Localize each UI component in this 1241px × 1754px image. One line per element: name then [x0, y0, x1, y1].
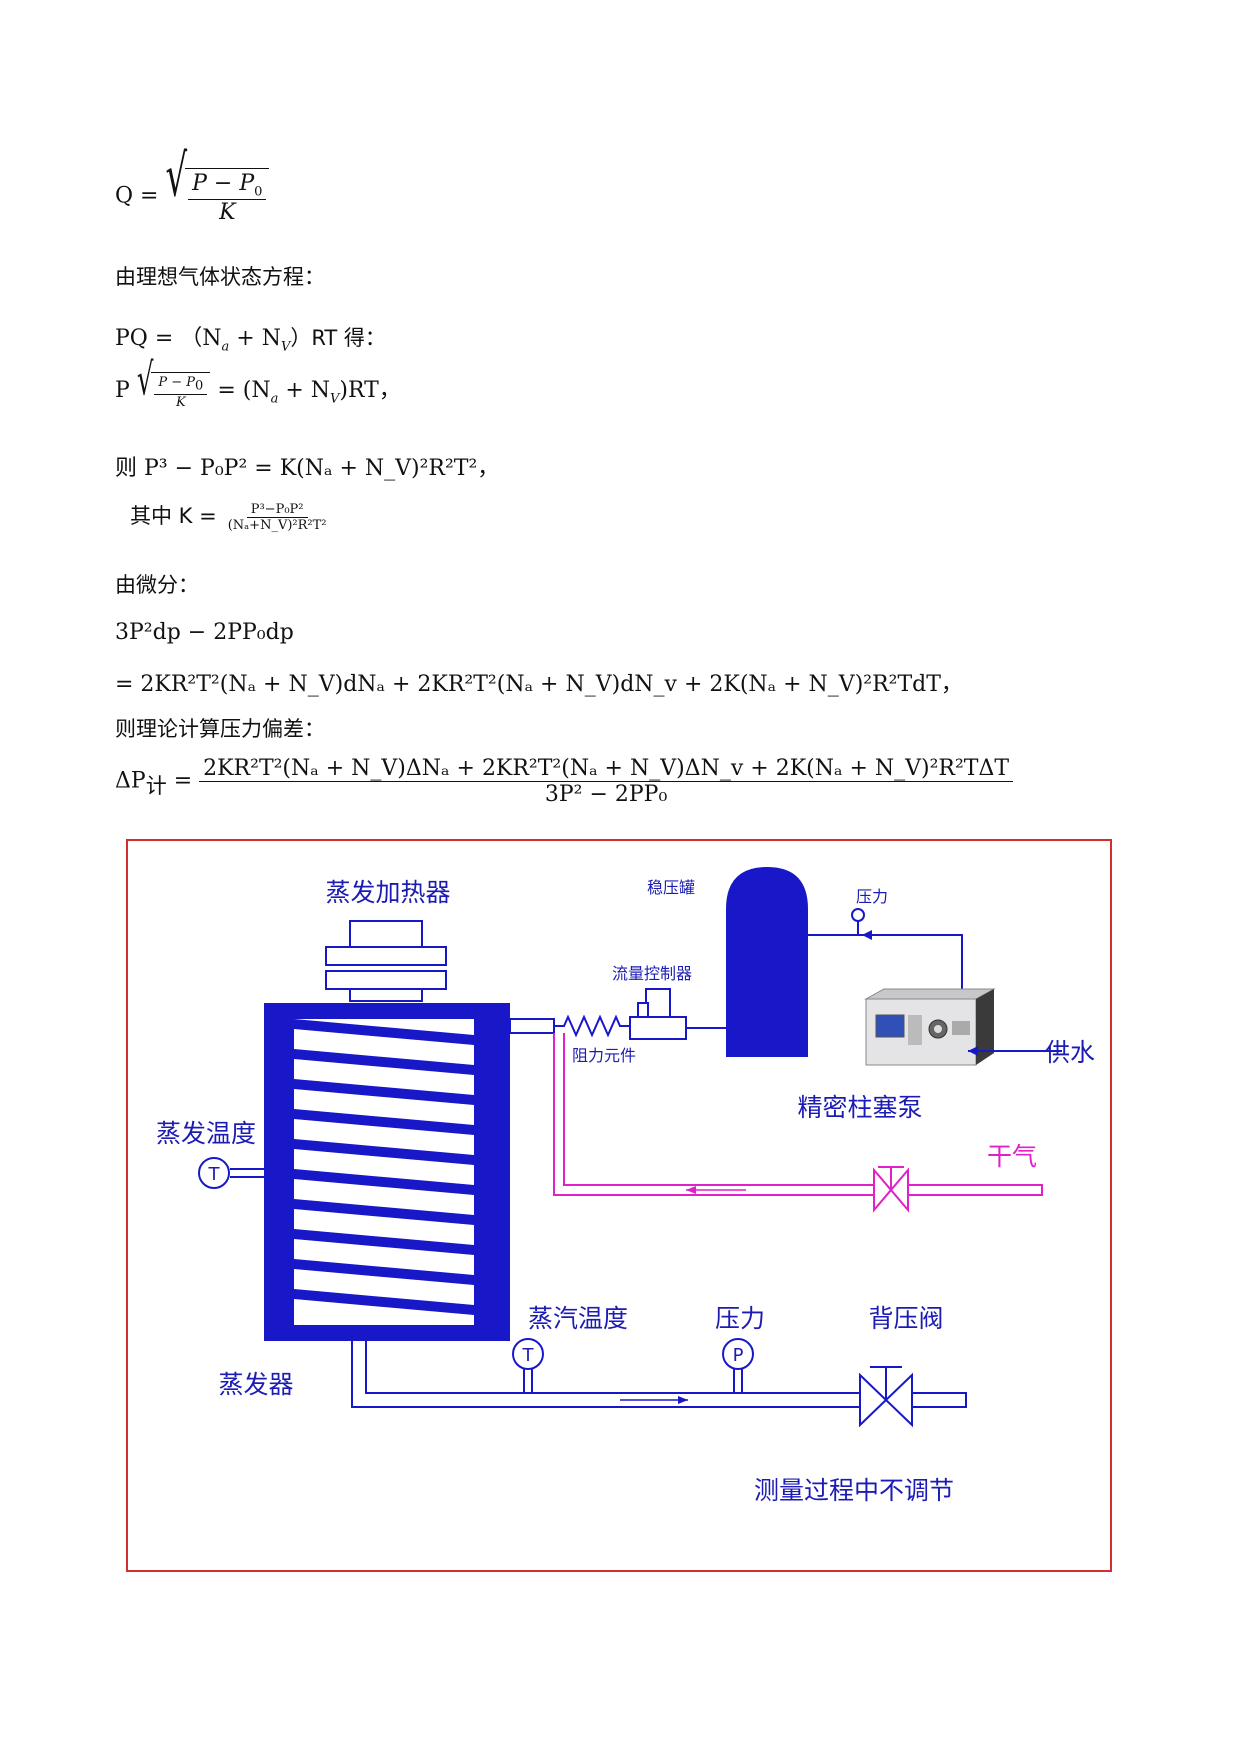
k-prefix: 其中 K = [130, 504, 217, 528]
pressure-gauge-letter: P [733, 1345, 744, 1366]
pq-plus: + N [229, 326, 281, 351]
dp-lhs-sub: 计 [145, 773, 167, 798]
label-plunger-pump: 精密柱塞泵 [797, 1093, 922, 1122]
sqrt-symbol: √ P − P0 K [165, 148, 270, 226]
pq-sub-v: V [280, 339, 291, 355]
equation-p-sqrt: P √ P − P0 K = (Na + NV)RT， [115, 359, 401, 410]
equation-then: 则 P³ − P₀P² = K(Nₐ + N_V)²R²T²， [115, 456, 500, 481]
differential-line-2: = 2KR²T²(Nₐ + N_V)dNₐ + 2KR²T²(Nₐ + N_V)… [115, 672, 963, 697]
dry-gas-line [553, 1033, 1043, 1196]
label-heater: 蒸发加热器 [325, 878, 450, 907]
p-rhs-tail: )RT， [339, 378, 401, 403]
label-dry-gas: 干气 [987, 1142, 1037, 1171]
equation-k: 其中 K = P³−P₀P² (Nₐ+N_V)²R²T² [130, 500, 331, 533]
label-evaporator: 蒸发器 [218, 1370, 293, 1399]
dry-gas-valve [873, 1167, 893, 1213]
plunger-pump [864, 988, 996, 1066]
flow-controller [629, 988, 687, 1040]
dp-fraction: 2KR²T²(Nₐ + N_V)ΔNₐ + 2KR²T²(Nₐ + N_V)ΔN… [199, 756, 1014, 807]
pressure-gauge-bottom [722, 1338, 754, 1370]
resistance-element [554, 1014, 630, 1038]
equation-pq: PQ = （Na + NV）RT 得： [115, 320, 386, 354]
q-lhs: Q = [115, 183, 159, 209]
differential-line-1: 3P²dp − 2PP₀dp [115, 620, 294, 645]
p-rhs-plus: + N [278, 378, 331, 403]
p-rhs: = (N [217, 378, 271, 403]
evap-temp-gauge-letter: T [208, 1164, 221, 1185]
p-prefix: P [115, 378, 130, 403]
label-resistance: 阻力元件 [572, 1046, 636, 1065]
label-flow-controller: 流量控制器 [612, 964, 692, 983]
label-evap-temp: 蒸发温度 [156, 1119, 256, 1148]
dp-numerator: 2KR²T²(Nₐ + N_V)ΔNₐ + 2KR²T²(Nₐ + N_V)ΔN… [199, 756, 1014, 782]
evap-temp-gauge [198, 1157, 230, 1189]
label-stabilizer-tank: 稳压罐 [647, 878, 695, 897]
steam-temp-gauge [512, 1338, 544, 1370]
p-sqrt-denominator: K [176, 394, 186, 410]
p-rhs-sub-v: V [330, 391, 340, 407]
label-steam-temp: 蒸汽温度 [528, 1304, 628, 1333]
q-numerator-sub: 0 [254, 184, 263, 200]
differential-intro: 由微分： [115, 573, 199, 597]
k-denominator: (Nₐ+N_V)²R²T² [227, 517, 327, 533]
label-back-pressure-valve: 背压阀 [868, 1304, 943, 1333]
k-fraction: P³−P₀P² (Nₐ+N_V)²R²T² [224, 502, 331, 533]
process-diagram: T T P 蒸发加热器 稳压罐 压力 流量控制器 阻力元件 供水 精密柱塞泵 蒸… [126, 839, 1112, 1572]
q-denominator: K [219, 200, 236, 226]
heater-stack [325, 920, 447, 1002]
deviation-intro: 则理论计算压力偏差： [115, 717, 325, 741]
pq-head: PQ = （N [115, 326, 222, 351]
k-numerator: P³−P₀P² [246, 502, 308, 518]
pump-supply-line [862, 934, 963, 1001]
back-pressure-valve [859, 1372, 888, 1428]
evaporator-coil [294, 1019, 474, 1315]
dp-denominator: 3P² − 2PP₀ [544, 782, 668, 807]
pq-tail: ）RT 得： [290, 326, 386, 350]
label-water-supply: 供水 [1045, 1038, 1095, 1067]
steam-outlet-pipe [351, 1341, 967, 1408]
steam-temp-gauge-letter: T [522, 1345, 535, 1366]
sqrt-symbol: √ P − P0 K [137, 359, 211, 410]
p-rhs-sub-a: a [270, 391, 279, 407]
label-pressure-top: 压力 [856, 887, 888, 906]
equation-deviation: ΔP计 = 2KR²T²(Nₐ + N_V)ΔNₐ + 2KR²T²(Nₐ + … [115, 756, 1014, 807]
stabilizer-tank [726, 867, 808, 1057]
label-no-adjust: 测量过程中不调节 [754, 1476, 954, 1505]
equation-q: Q = √ P − P0 K [115, 148, 270, 226]
p-sqrt-numerator: P − P [158, 375, 196, 391]
p-sqrt-numerator-sub: 0 [195, 378, 204, 394]
pq-sub-a: a [221, 339, 230, 355]
state-equation-intro: 由理想气体状态方程： [115, 265, 325, 289]
evaporator-outlet-pipe [509, 1018, 555, 1034]
q-numerator: P − P [192, 171, 255, 196]
pressure-gauge-top [851, 908, 865, 922]
label-pressure-bottom: 压力 [715, 1304, 765, 1333]
dp-lhs: ΔP [115, 768, 146, 794]
